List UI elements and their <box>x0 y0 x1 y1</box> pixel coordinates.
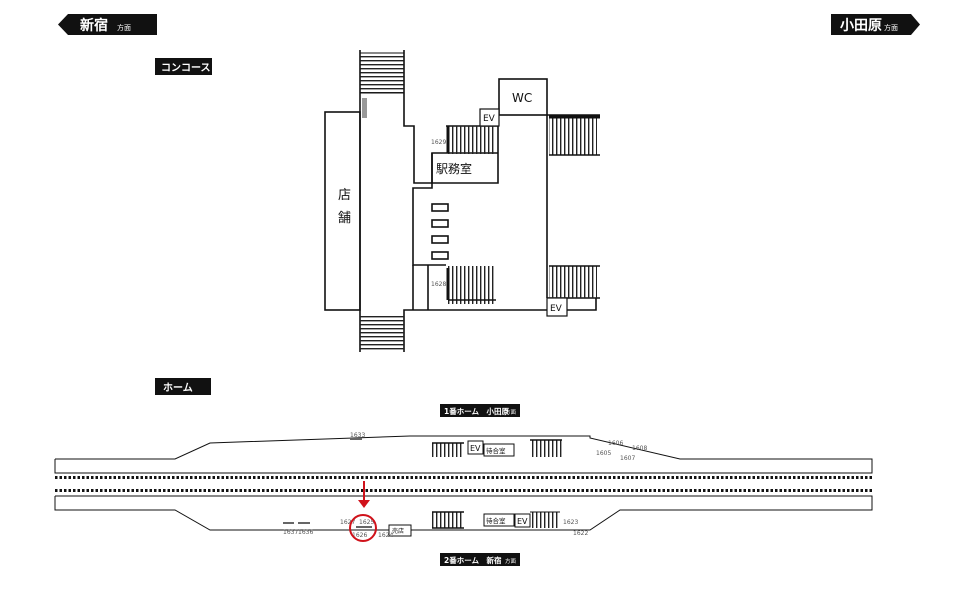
stair-id-1629: 1629 <box>431 139 446 146</box>
arrow-down-icon <box>358 500 370 508</box>
elevator-concourse-bottom: EV <box>546 297 568 317</box>
concourse-floorplan <box>324 50 600 352</box>
svg-text:方面: 方面 <box>505 408 517 416</box>
stairs-concourse-top-left <box>359 52 405 94</box>
stairs-concourse-bottom-left <box>360 315 404 352</box>
svg-text:EV: EV <box>517 517 528 526</box>
id-1608: 1608 <box>632 445 647 452</box>
concourse-section-label: コンコース <box>155 58 212 75</box>
platform-section-label: ホーム <box>155 378 211 395</box>
svg-text:1番ホーム 小田原: 1番ホーム 小田原 <box>444 406 509 416</box>
svg-text:売店: 売店 <box>392 527 404 535</box>
stairs-platform-1-right <box>530 439 562 457</box>
vertical-sign <box>362 98 367 118</box>
id-1633: 1633 <box>350 432 365 439</box>
id-1637: 1637 <box>283 529 298 536</box>
stairs-platform-1-left <box>432 442 464 457</box>
direction-odawara-sub: 方面 <box>884 23 898 32</box>
svg-text:2番ホーム 新宿: 2番ホーム 新宿 <box>444 555 502 565</box>
waiting-room-platform-1: 待合室 <box>483 443 515 457</box>
id-1636: 1636 <box>298 529 313 536</box>
svg-text:コンコース: コンコース <box>161 62 211 74</box>
stairs-concourse-lower-inner <box>446 266 496 304</box>
platform-2 <box>54 495 873 531</box>
shop-label-1: 店 <box>338 188 351 203</box>
station-office-label: 駅務室 <box>436 161 472 176</box>
stairs-platform-2-right <box>530 511 560 528</box>
platform-1 <box>54 435 873 474</box>
platform-1-label: 1番ホーム 小田原 方面 <box>440 404 520 417</box>
stairs-platform-2-left <box>432 511 464 529</box>
id-1607: 1607 <box>620 455 635 462</box>
platform-markers <box>283 438 362 524</box>
ticket-gates <box>431 203 449 260</box>
location-marker <box>349 481 377 542</box>
shop-kiosk: 売店 <box>388 524 412 537</box>
highlight-circle <box>349 514 377 542</box>
stairs-concourse-right-upper <box>549 115 600 156</box>
svg-text:待合室: 待合室 <box>486 516 506 525</box>
wc-room: WC <box>498 78 548 116</box>
direction-odawara-tab: 小田原 方面 <box>831 14 920 35</box>
id-1624: 1624 <box>378 532 393 539</box>
id-1606: 1606 <box>608 440 623 447</box>
id-1622: 1622 <box>573 530 588 537</box>
svg-text:EV: EV <box>483 114 496 124</box>
svg-text:待合室: 待合室 <box>486 446 506 455</box>
svg-text:WC: WC <box>512 91 532 105</box>
elevator-concourse-top: EV <box>479 108 500 127</box>
svg-text:EV: EV <box>550 304 563 314</box>
id-1605: 1605 <box>596 450 611 457</box>
waiting-room-platform-2: 待合室 <box>483 513 515 527</box>
svg-text:ホーム: ホーム <box>163 382 193 394</box>
elevator-platform-2: EV <box>514 513 531 528</box>
stairs-concourse-right-lower <box>549 265 600 298</box>
platform-2-label: 2番ホーム 新宿 方面 <box>440 553 520 566</box>
stairs-concourse-upper-inner <box>446 126 496 154</box>
direction-odawara-label: 小田原 <box>840 18 882 34</box>
shop-label-2: 舗 <box>338 211 351 226</box>
stair-id-1628: 1628 <box>431 281 446 288</box>
id-1625: 1625 <box>359 519 374 526</box>
id-1626: 1626 <box>352 532 367 539</box>
direction-shinjuku-sub: 方面 <box>117 23 131 32</box>
svg-text:EV: EV <box>470 444 481 453</box>
direction-shinjuku-tab: 新宿 方面 <box>58 14 157 35</box>
elevator-platform-1: EV <box>467 440 484 455</box>
id-1627: 1627 <box>340 519 355 526</box>
id-1623: 1623 <box>563 519 578 526</box>
svg-text:方面: 方面 <box>505 557 517 565</box>
direction-shinjuku-label: 新宿 <box>80 17 108 34</box>
